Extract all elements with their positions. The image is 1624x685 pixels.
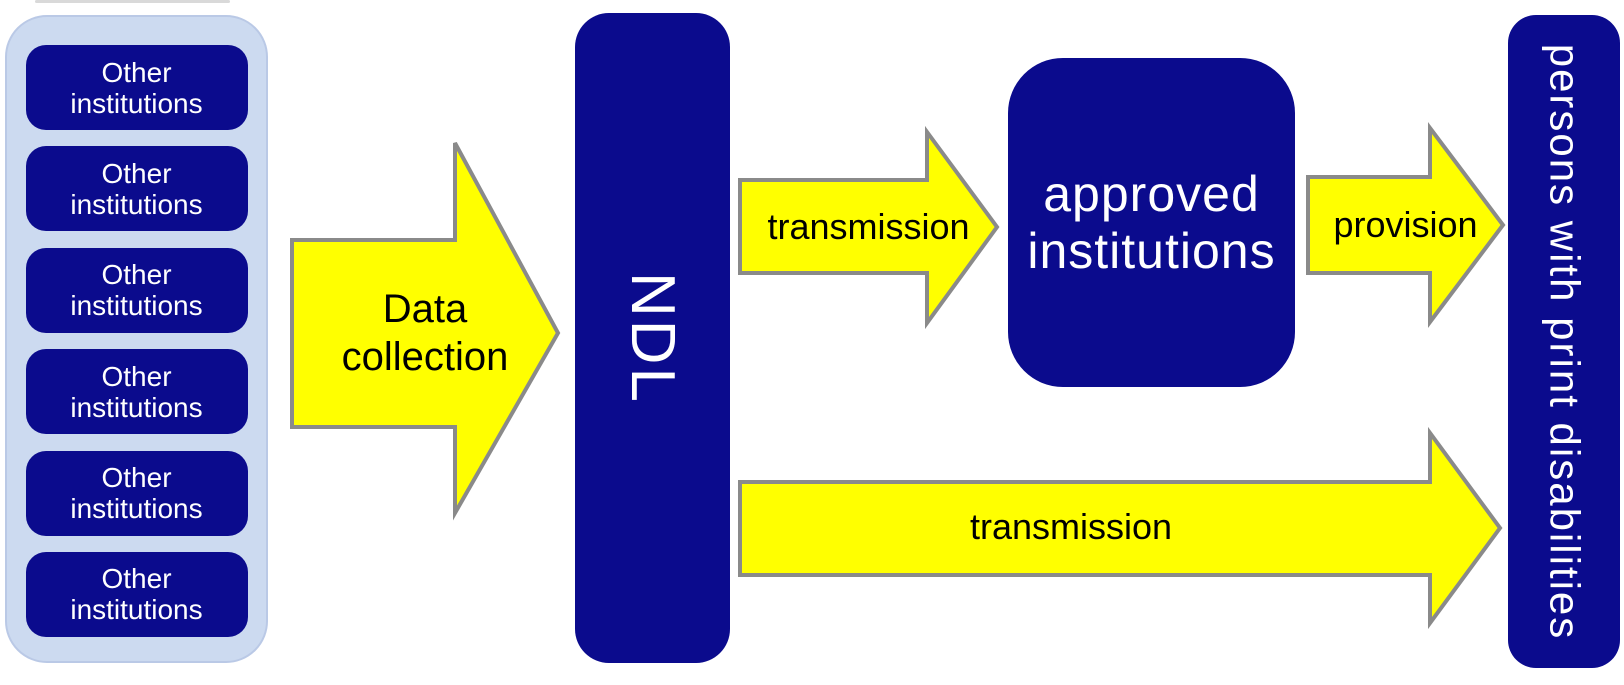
transmission-bottom-arrow [738, 426, 1503, 630]
cropped-element-edge [35, 0, 230, 3]
provision-arrow [1306, 122, 1506, 328]
ndl-label: NDL [618, 271, 687, 405]
other-institution-box: Other institutions [25, 450, 248, 536]
ndl-bar: NDL [575, 13, 730, 663]
other-institution-label: Other institutions [70, 563, 203, 626]
data-collection-arrow [290, 142, 561, 521]
transmission-top-arrow [738, 125, 1000, 330]
other-institution-box: Other institutions [25, 146, 248, 232]
other-institution-box: Other institutions [25, 247, 248, 333]
recipients-label: persons with print disabilities [1541, 43, 1589, 640]
other-institution-label: Other institutions [70, 56, 203, 119]
recipients-bar: persons with print disabilities [1508, 15, 1620, 668]
other-institution-label: Other institutions [70, 360, 203, 423]
other-institution-box: Other institutions [25, 45, 248, 130]
approved-institutions-box: approved institutions [1008, 58, 1295, 387]
other-institutions-panel: Other institutions Other institutions Ot… [5, 15, 268, 663]
approved-institutions-label: approved institutions [1027, 165, 1276, 279]
other-institution-label: Other institutions [70, 157, 203, 220]
other-institution-box: Other institutions [25, 551, 248, 637]
other-institution-label: Other institutions [70, 462, 203, 525]
other-institution-box: Other institutions [25, 349, 248, 435]
other-institution-label: Other institutions [70, 259, 203, 322]
